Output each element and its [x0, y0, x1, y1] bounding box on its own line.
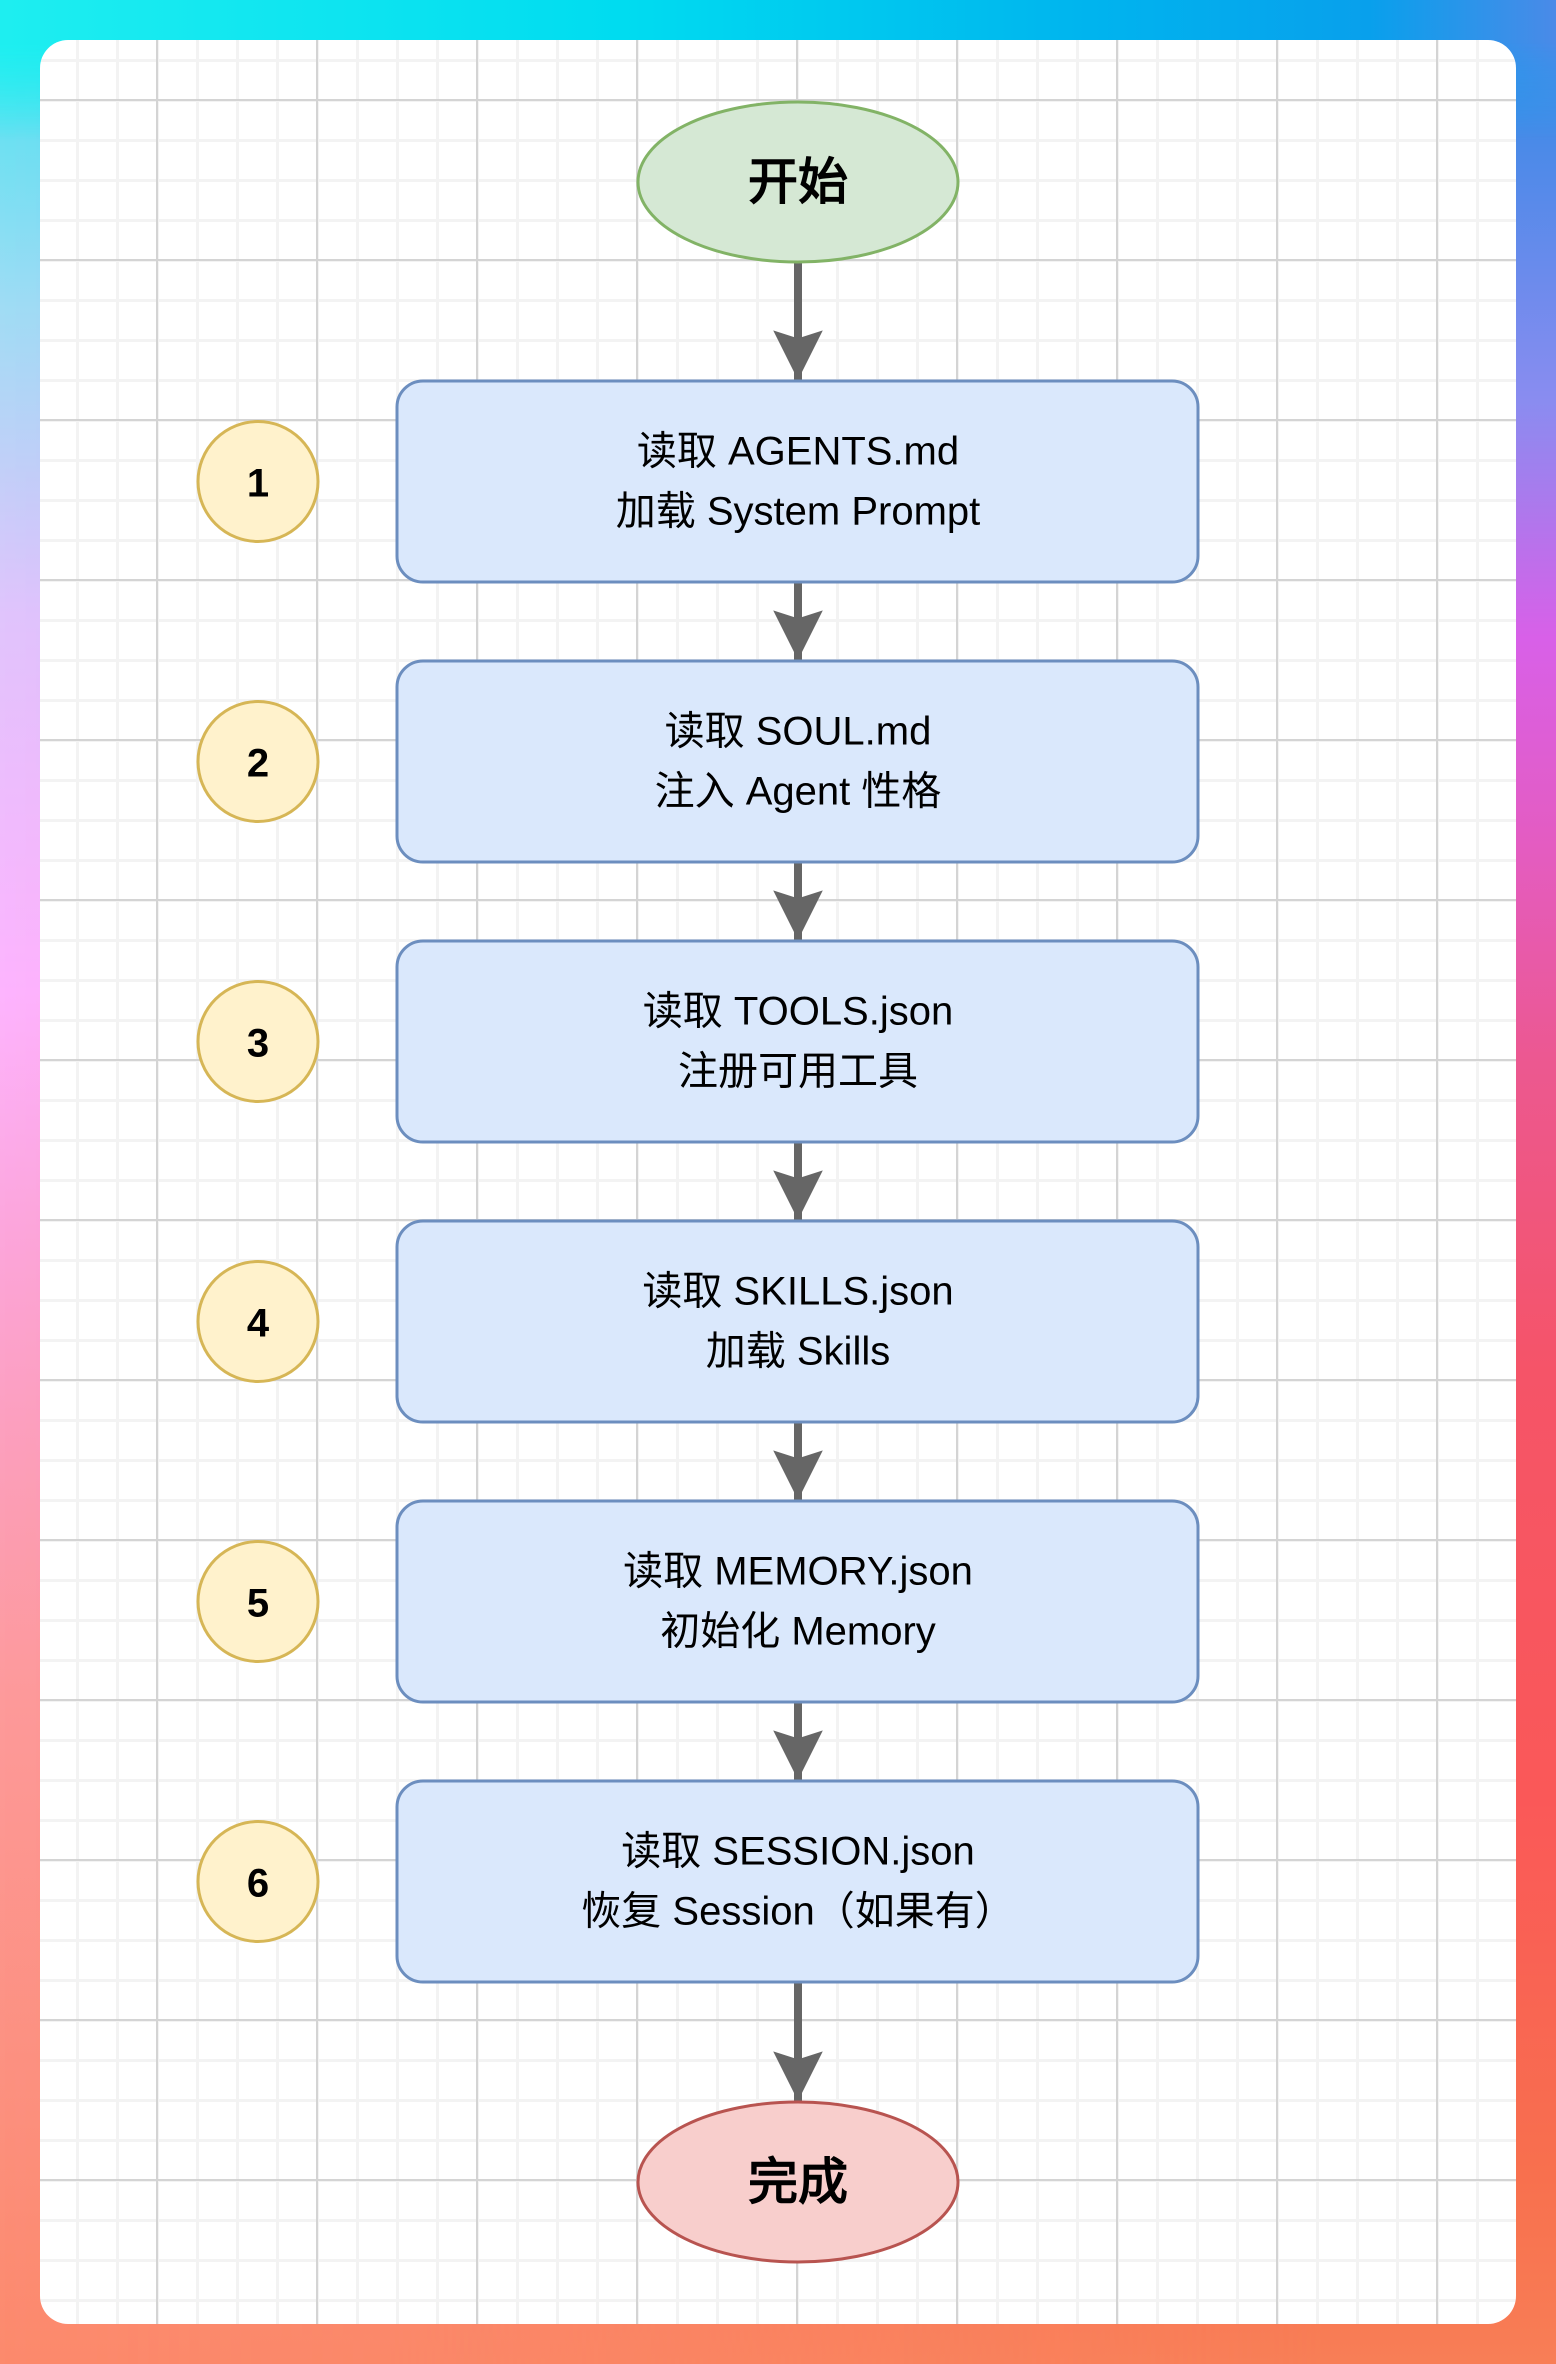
step-node[interactable]: 读取 SOUL.md 注入 Agent 性格 2: [196, 659, 1200, 864]
step-number-badge: [196, 700, 320, 823]
step-line-2: 加载 Skills: [706, 1330, 890, 1374]
step-number: 2: [247, 742, 269, 786]
step-line-2: 加载 System Prompt: [616, 490, 981, 534]
start-label: 开始: [748, 154, 848, 210]
step-number: 5: [247, 1582, 269, 1626]
step-line-1: 读取 SKILLS.json: [642, 1270, 953, 1314]
step-number: 4: [247, 1302, 270, 1346]
step-line-1: 读取 MEMORY.json: [623, 1550, 973, 1594]
step-number-badge: [196, 980, 320, 1103]
step-node[interactable]: 读取 MEMORY.json 初始化 Memory 5: [196, 1499, 1200, 1704]
step-box: [395, 659, 1200, 864]
step-number-badge: [196, 1820, 320, 1943]
step-node[interactable]: 读取 SKILLS.json 加载 Skills 4: [196, 1219, 1200, 1424]
step-number: 6: [247, 1862, 269, 1906]
step-box: [395, 1499, 1200, 1704]
step-line-1: 读取 TOOLS.json: [643, 990, 953, 1034]
step-line-1: 读取 SOUL.md: [665, 710, 932, 754]
step-box: [395, 1219, 1200, 1424]
step-line-1: 读取 SESSION.json: [621, 1830, 974, 1874]
step-number: 1: [247, 462, 269, 506]
start-ellipse: [636, 100, 960, 264]
step-node[interactable]: 读取 SESSION.json 恢复 Session（如果有） 6: [196, 1779, 1200, 1984]
step-box: [395, 939, 1200, 1144]
step-node[interactable]: 读取 AGENTS.md 加载 System Prompt 1: [196, 379, 1200, 584]
step-line-1: 读取 AGENTS.md: [637, 430, 959, 474]
step-box: [395, 1779, 1200, 1984]
step-line-2: 恢复 Session（如果有）: [581, 1890, 1014, 1934]
step-number-badge: [196, 1260, 320, 1383]
step-line-2: 注入 Agent 性格: [655, 770, 942, 814]
step-number: 3: [247, 1022, 269, 1066]
step-node[interactable]: 读取 TOOLS.json 注册可用工具 3: [196, 939, 1200, 1144]
step-number-badge: [196, 420, 320, 543]
process-steps: 读取 AGENTS.md 加载 System Prompt 1 读取 SOUL.…: [196, 379, 1200, 1984]
step-box: [395, 379, 1200, 584]
step-line-2: 初始化 Memory: [660, 1610, 936, 1654]
end-node[interactable]: 完成: [636, 2100, 960, 2264]
start-node[interactable]: 开始: [636, 100, 960, 264]
end-ellipse: [636, 2100, 960, 2264]
step-number-badge: [196, 1540, 320, 1663]
step-line-2: 注册可用工具: [678, 1050, 918, 1094]
end-label: 完成: [748, 2154, 848, 2210]
